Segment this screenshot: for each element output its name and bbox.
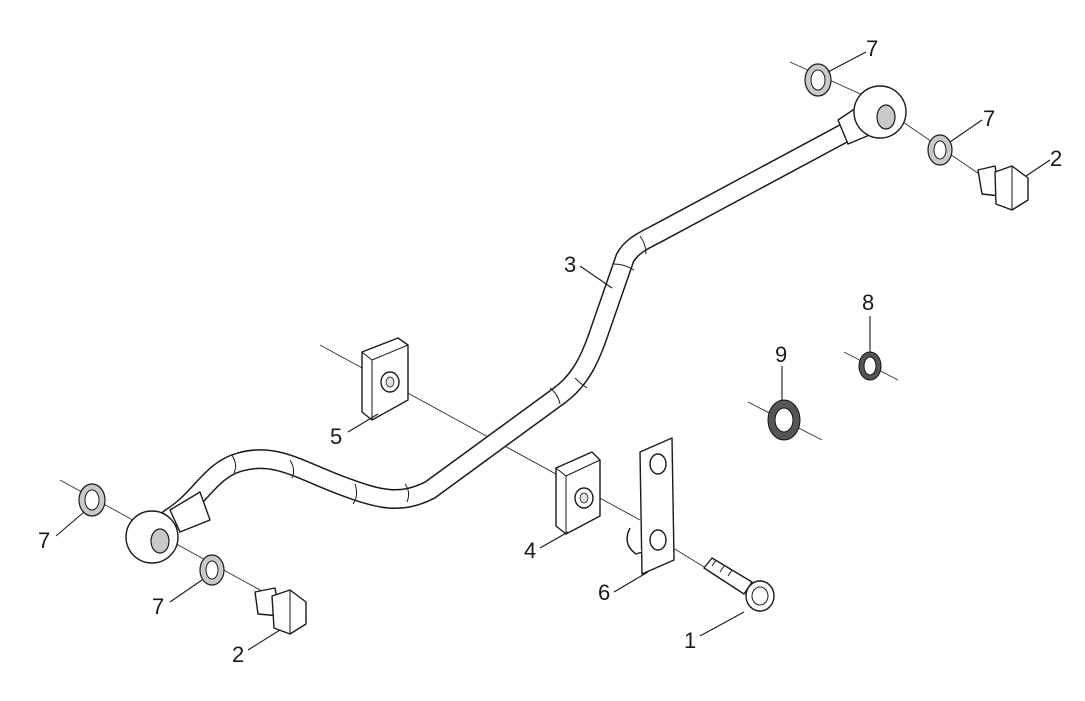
callout-4-clip: 4 — [524, 538, 536, 563]
clip-4 — [555, 451, 601, 535]
bolt-1 — [703, 557, 775, 612]
callout-7-bottom: 7 — [152, 594, 164, 619]
callout-2-left: 2 — [232, 642, 244, 667]
leader-lines — [55, 51, 1051, 651]
washer-top-left-7 — [804, 63, 832, 97]
banjo-bolt-left-2 — [254, 587, 307, 635]
axis-lines — [59, 61, 1011, 613]
pipe-assembly — [125, 85, 907, 564]
callout-7-top-right: 7 — [983, 106, 995, 131]
callout-labels: 7 7 2 3 8 9 5 4 6 1 7 7 2 — [38, 36, 1062, 667]
seal-ring-8 — [858, 351, 882, 381]
callout-7-top-left: 7 — [866, 36, 878, 61]
washer-bottom-7 — [199, 554, 225, 586]
clip-5 — [361, 337, 409, 421]
seal-ring-9 — [767, 399, 801, 441]
callout-8-seal: 8 — [862, 290, 874, 315]
callout-1-bolt: 1 — [684, 628, 696, 653]
callout-9-seal: 9 — [775, 342, 787, 367]
washer-bottom-left-7 — [78, 483, 106, 517]
callout-3-pipe: 3 — [564, 252, 576, 277]
callout-2-right: 2 — [1050, 146, 1062, 171]
banjo-bolt-right-2 — [977, 165, 1029, 211]
callout-6-bracket: 6 — [598, 580, 610, 605]
callout-5-clip: 5 — [330, 424, 342, 449]
callout-7-bottom-left: 7 — [38, 528, 50, 553]
right-banjo-fitting — [837, 85, 907, 145]
washer-top-right-7 — [927, 134, 953, 166]
bracket-6 — [626, 437, 675, 575]
left-banjo-fitting — [125, 491, 211, 564]
